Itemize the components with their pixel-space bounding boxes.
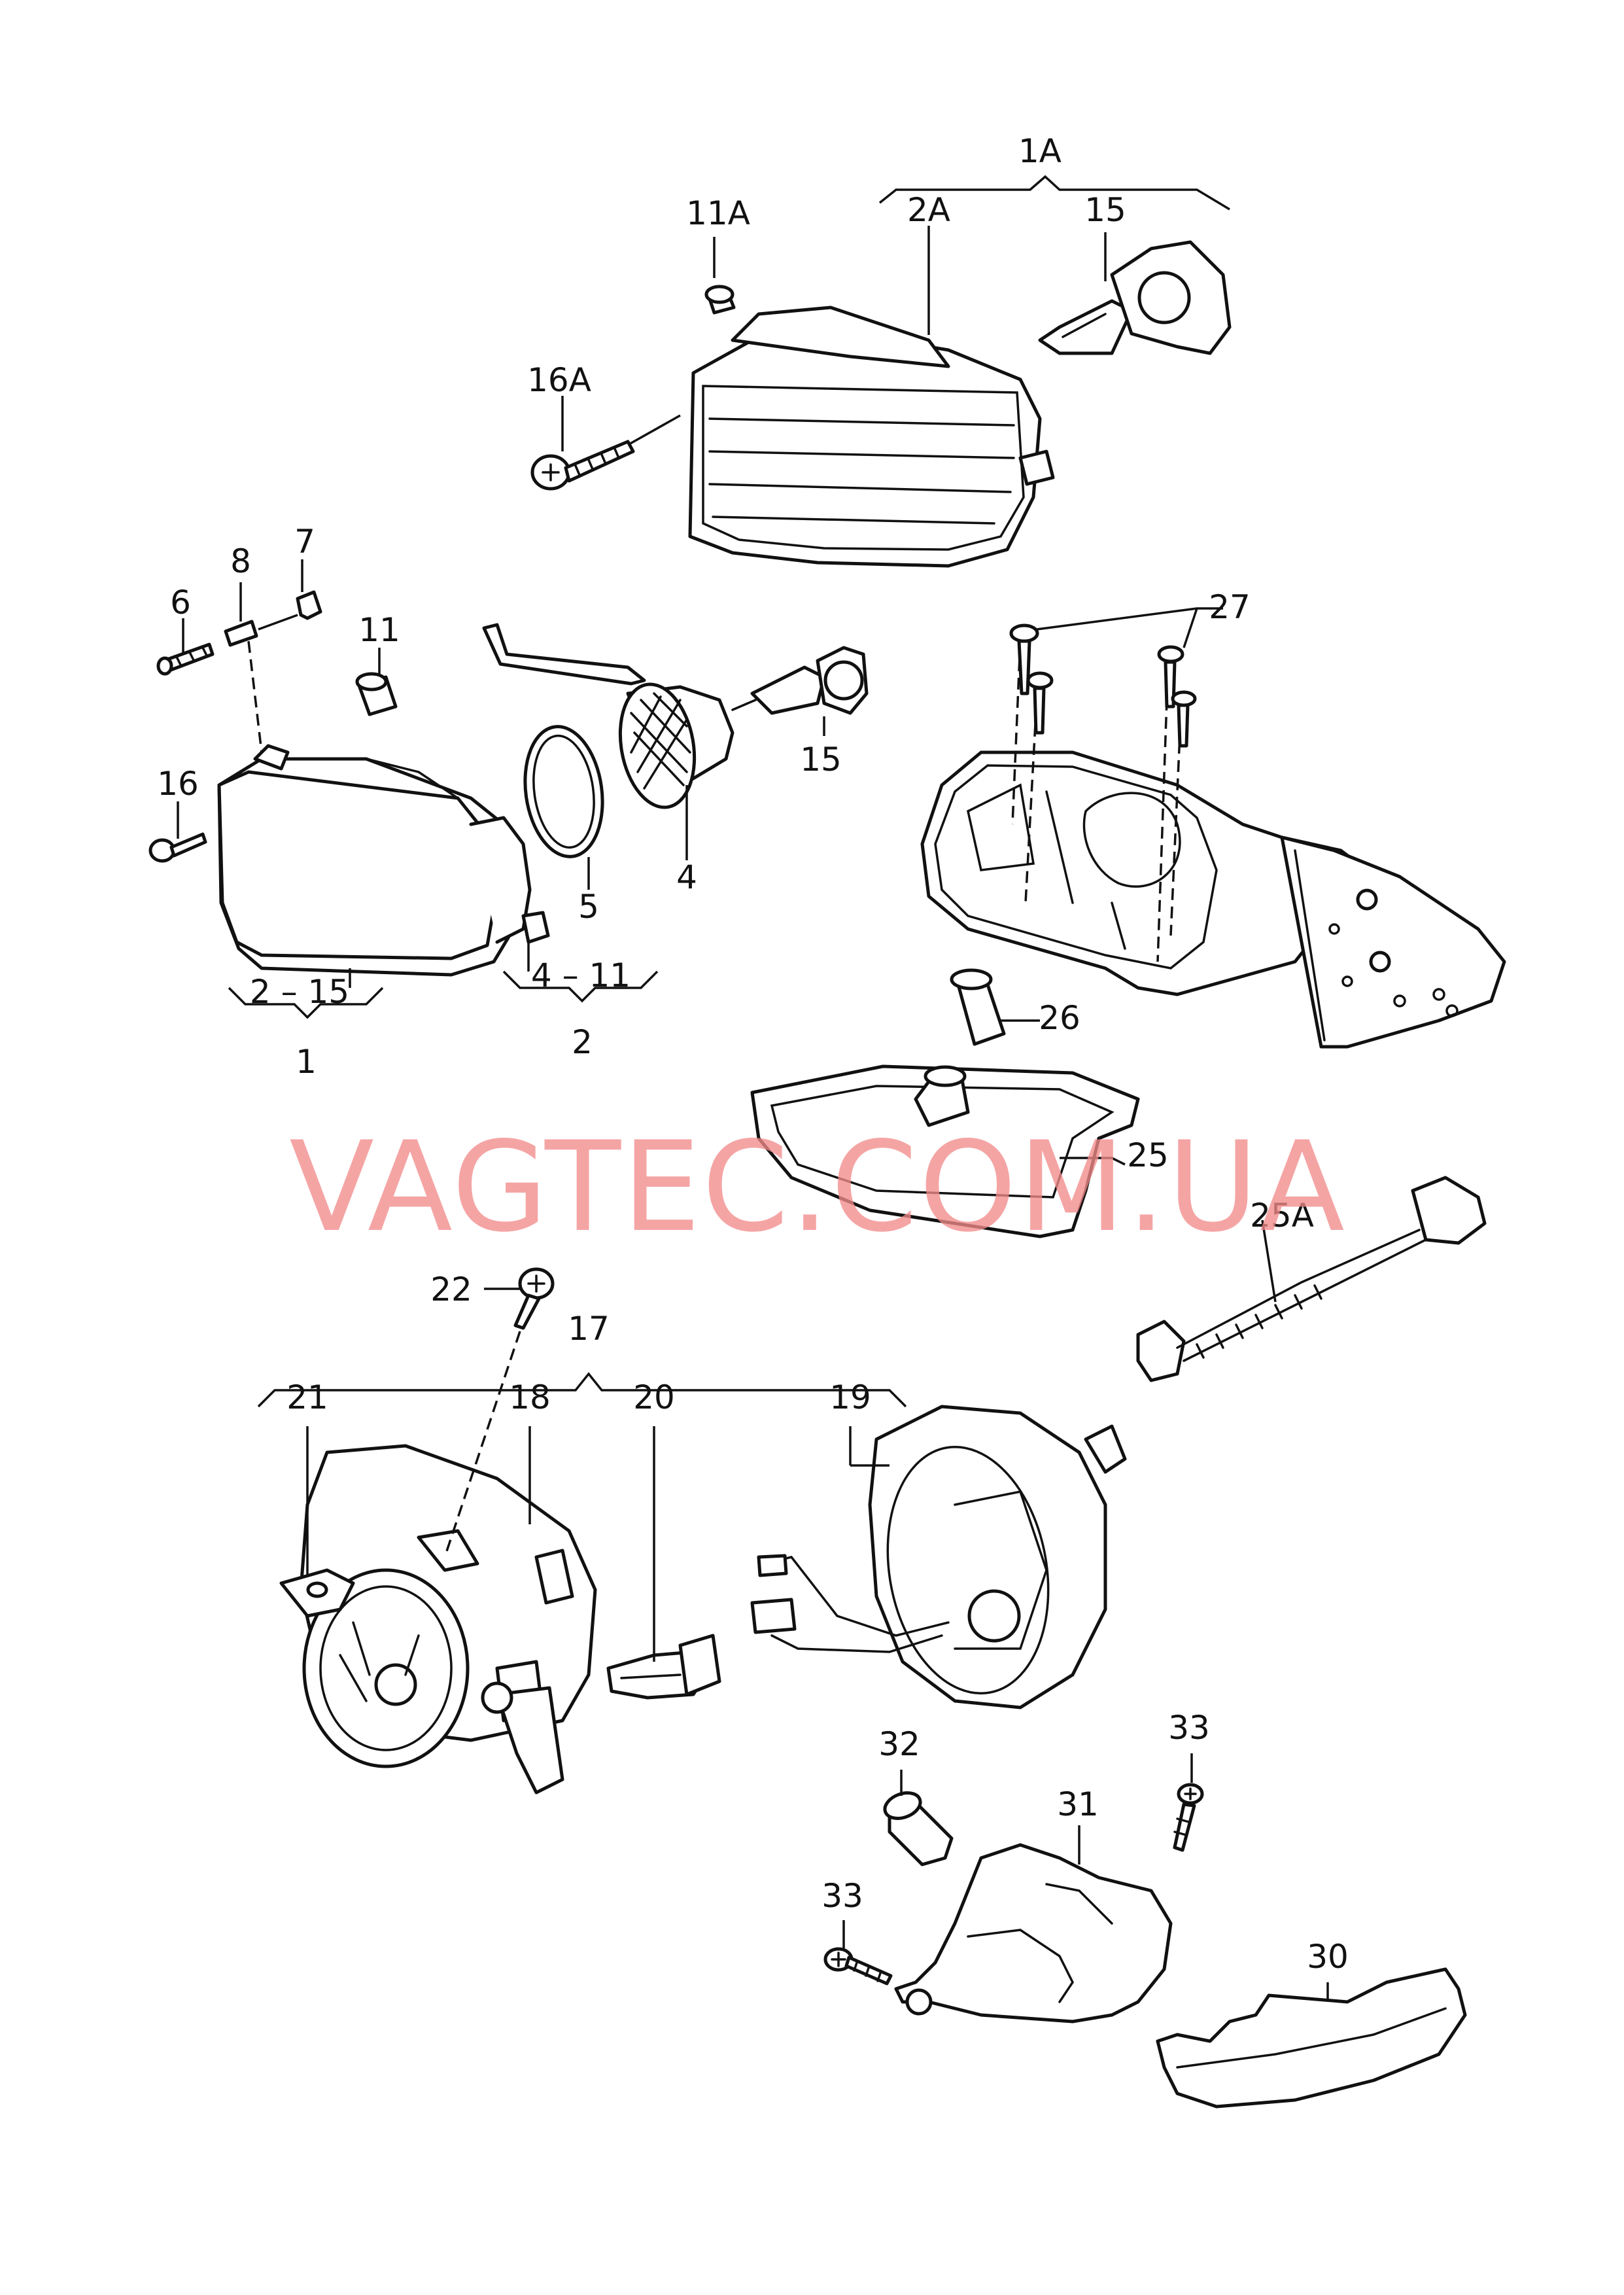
part-labels: 1A 2A 15 11A 16A 6 7 8 11 15 16 5 4 2 – … bbox=[157, 132, 1349, 1976]
label-31: 31 bbox=[1057, 1785, 1099, 1823]
label-20: 20 bbox=[633, 1378, 675, 1416]
mirror-housing-assembly bbox=[750, 607, 1506, 1382]
label-30: 30 bbox=[1307, 1938, 1349, 1976]
label-33-lower: 33 bbox=[821, 1877, 863, 1915]
label-4: 4 bbox=[676, 858, 697, 896]
fog-light-grille-assembly bbox=[530, 175, 1232, 568]
label-4-11: 4 – 11 bbox=[531, 956, 631, 994]
label-27: 27 bbox=[1209, 588, 1251, 626]
label-2-15: 2 – 15 bbox=[250, 973, 349, 1011]
fog-light-assembly-1 bbox=[148, 559, 869, 1019]
label-1: 1 bbox=[296, 1043, 317, 1081]
label-15-top: 15 bbox=[1084, 191, 1126, 229]
label-33-upper: 33 bbox=[1168, 1709, 1210, 1747]
label-7: 7 bbox=[294, 523, 315, 561]
label-15-middle: 15 bbox=[800, 741, 842, 779]
label-2A: 2A bbox=[907, 191, 950, 229]
label-19: 19 bbox=[829, 1378, 871, 1416]
label-11: 11 bbox=[358, 611, 400, 649]
label-22: 22 bbox=[430, 1270, 472, 1308]
label-1A: 1A bbox=[1018, 132, 1062, 170]
label-32: 32 bbox=[878, 1725, 920, 1763]
label-17: 17 bbox=[568, 1310, 610, 1348]
label-25: 25 bbox=[1127, 1136, 1169, 1174]
label-18: 18 bbox=[509, 1378, 551, 1416]
label-16A: 16A bbox=[527, 361, 591, 399]
watermark-text: VAGTEC.COM.UA bbox=[289, 1115, 1346, 1259]
round-fog-light-assembly bbox=[257, 1267, 1127, 1795]
label-25A: 25A bbox=[1250, 1197, 1314, 1235]
label-26: 26 bbox=[1039, 999, 1080, 1037]
label-2: 2 bbox=[572, 1023, 593, 1061]
label-21: 21 bbox=[286, 1378, 328, 1416]
label-8: 8 bbox=[230, 542, 251, 580]
label-5: 5 bbox=[578, 888, 599, 926]
label-6: 6 bbox=[170, 584, 191, 622]
lower-trim-parts bbox=[823, 1753, 1467, 2109]
label-16: 16 bbox=[157, 765, 199, 803]
label-11A: 11A bbox=[686, 194, 750, 232]
